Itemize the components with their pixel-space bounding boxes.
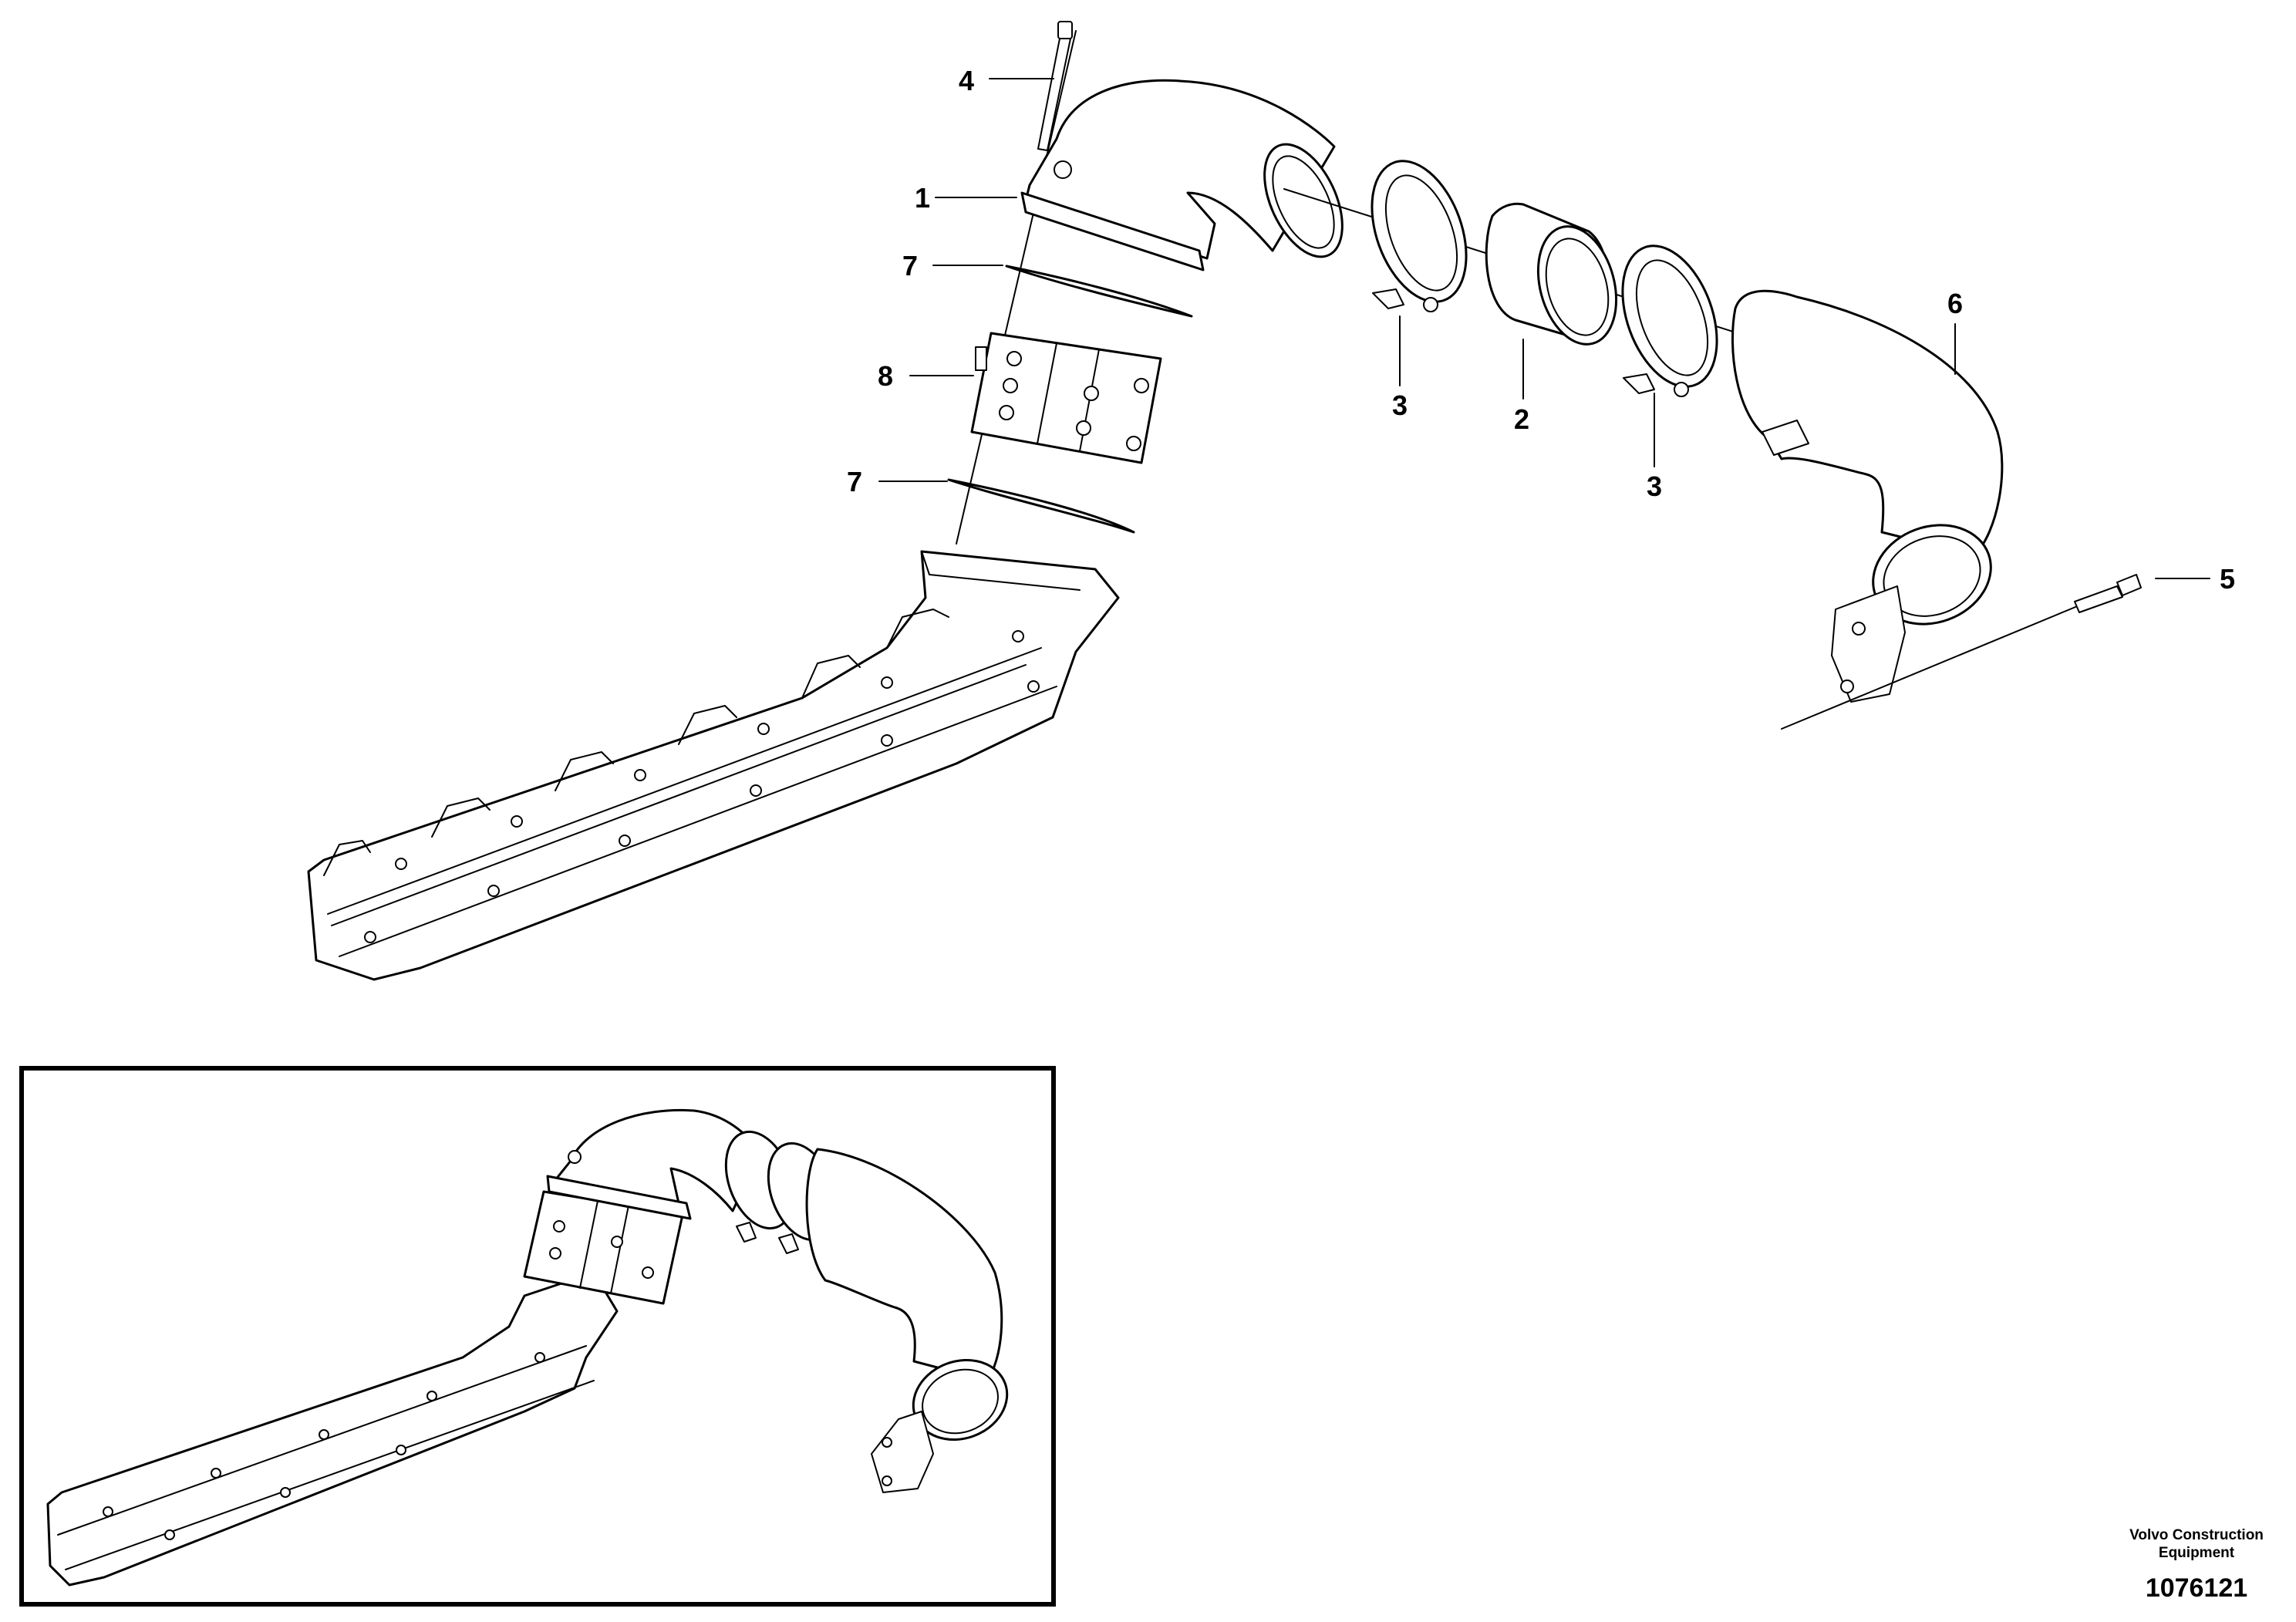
credit-company: Volvo Construction [2129,1527,2264,1543]
axis-line-vertical [956,30,1077,545]
callout-3-left: 3 [1392,389,1408,421]
drawing-number: 1076121 [2146,1573,2247,1603]
credit-block: Volvo Construction Equipment 1076121 [2129,1527,2264,1603]
spacer-block-8 [970,332,1162,464]
callout-2: 2 [1514,403,1529,435]
axis-line-bolt-5 [1781,597,2099,730]
callout-3-right: 3 [1647,470,1662,502]
callout-4: 4 [959,65,974,96]
callout-7-lower: 7 [847,466,862,497]
clamp-3-left [1371,160,1468,312]
assembled-inset [19,1066,1056,1607]
exploded-view [307,21,2142,981]
leader-lines [878,78,2210,579]
callout-labels: 4 1 7 8 7 3 2 3 6 5 [847,65,2235,595]
bolt-5 [2074,574,2142,613]
callout-5: 5 [2220,563,2235,595]
elbow-pipe-1 [1020,79,1344,271]
callout-1: 1 [915,182,930,214]
exhaust-manifold [307,550,1120,981]
gasket-7-lower [947,478,1135,534]
gasket-7-upper [1005,265,1193,318]
callout-7-upper: 7 [902,250,918,282]
clamp-3-right [1621,244,1718,397]
callout-6: 6 [1947,288,1963,319]
callout-8: 8 [878,360,893,392]
pipe-6 [1731,289,2004,703]
credit-division: Equipment [2159,1545,2235,1561]
sleeve-2 [1485,202,1618,346]
bolt-4 [1037,21,1073,151]
